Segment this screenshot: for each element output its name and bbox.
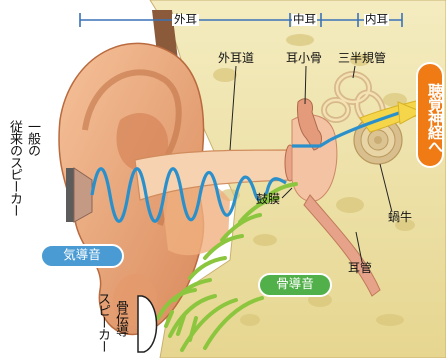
label-eardrum: 鼓膜 (256, 193, 280, 205)
label-cochlea: 蝸牛 (388, 211, 412, 223)
label-eustachian-tube: 耳管 (348, 262, 372, 274)
section-middle-ear: 中耳 (292, 14, 317, 26)
label-ear-canal: 外耳道 (218, 52, 254, 64)
section-inner-ear: 内耳 (364, 14, 389, 26)
air-conduction-badge: 気導音 (40, 244, 124, 268)
label-conventional-speaker-col1: 一般の (26, 120, 39, 156)
label-semicircular-canals: 三半規管 (338, 52, 386, 64)
label-ossicles: 耳小骨 (286, 52, 322, 64)
label-bone-speaker-col1: 骨伝導 (114, 300, 127, 336)
label-bone-speaker-col2: スピーカー (96, 292, 109, 352)
bone-conduction-badge: 骨導音 (258, 273, 332, 297)
section-outer-ear: 外耳 (172, 14, 199, 26)
to-auditory-nerve-badge: 聴覚神経へ (416, 62, 444, 168)
label-conventional-speaker-col2: 従来のスピーカー (8, 120, 21, 216)
